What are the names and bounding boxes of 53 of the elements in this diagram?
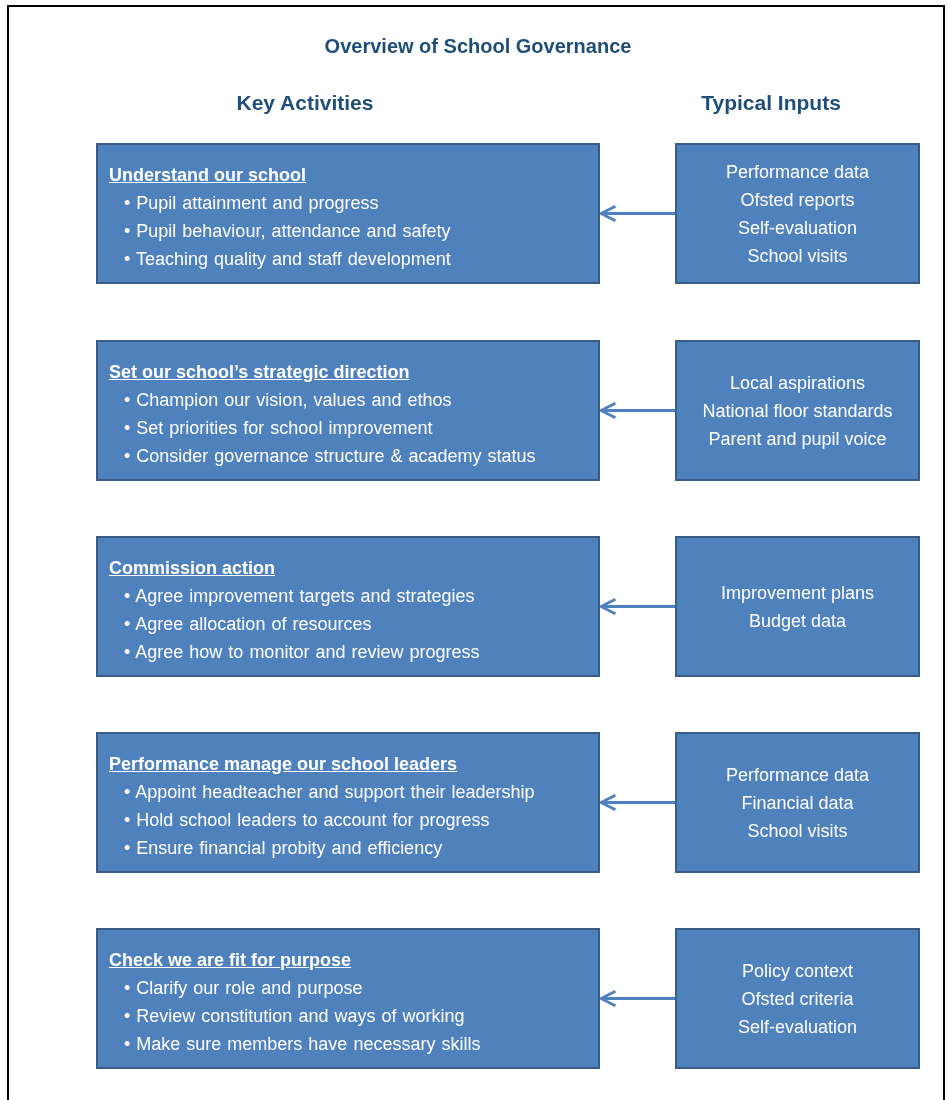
activity-box (96, 732, 600, 873)
bullet-item: • Clarify our role and purpose (124, 977, 363, 1000)
column-heading: Typical Inputs (701, 90, 841, 116)
bullet-item: • Champion our vision, values and ethos (124, 389, 452, 412)
input-item: National floor standards (702, 399, 893, 423)
input-item: Performance data (725, 763, 870, 787)
input-item: School visits (747, 244, 848, 268)
input-item: Parent and pupil voice (708, 427, 887, 451)
bullet-item: • Pupil attainment and progress (124, 192, 379, 215)
activity-heading: Commission action (109, 557, 276, 580)
input-item: Ofsted criteria (741, 987, 854, 1011)
input-item: Improvement plans (720, 581, 875, 605)
input-box (675, 732, 920, 873)
input-item: Self-evaluation (737, 1015, 858, 1039)
input-box (675, 536, 920, 677)
column-heading: Key Activities (236, 90, 374, 116)
bullet-item: • Agree improvement targets and strategies (124, 585, 475, 608)
input-item: Performance data (725, 160, 870, 184)
input-item: Local aspirations (729, 371, 866, 395)
bullet-item: • Ensure financial probity and efficiency (124, 837, 443, 860)
input-item: Budget data (748, 609, 847, 633)
arrow (599, 597, 675, 616)
activity-heading: Performance manage our school leaders (109, 753, 458, 776)
activity-box (96, 340, 600, 481)
activity-heading: Understand our school (109, 164, 306, 187)
activity-heading: Set our school’s strategic direction (109, 361, 410, 384)
bullet-item: • Review constitution and ways of working (124, 1005, 465, 1028)
bullet-item: • Consider governance structure & academy status (124, 445, 536, 468)
bullet-item: • Pupil behaviour, attendance and safety (124, 220, 451, 243)
input-item: Policy context (741, 959, 854, 983)
input-item: Ofsted reports (740, 188, 855, 212)
input-box (675, 340, 920, 481)
arrow (599, 989, 675, 1008)
bullet-item: • Make sure members have necessary skills (124, 1033, 481, 1056)
input-item: School visits (747, 819, 848, 843)
activity-box (96, 143, 600, 284)
bullet-item: • Appoint headteacher and support their leadership (124, 781, 535, 804)
bullet-item: • Agree how to monitor and review progress (124, 641, 480, 664)
arrow (599, 204, 675, 223)
diagram-title: Overview of School Governance (323, 34, 633, 59)
input-box (675, 143, 920, 284)
activity-heading: Check we are fit for purpose (109, 949, 352, 972)
input-item: Self-evaluation (737, 216, 858, 240)
activity-box (96, 928, 600, 1069)
bullet-item: • Agree allocation of resources (124, 613, 372, 636)
arrow (599, 793, 675, 812)
bullet-item: • Hold school leaders to account for progress (124, 809, 490, 832)
input-box (675, 928, 920, 1069)
arrow (599, 401, 675, 420)
bullet-item: • Set priorities for school improvement (124, 417, 433, 440)
bullet-item: • Teaching quality and staff development (124, 248, 451, 271)
activity-box (96, 536, 600, 677)
input-item: Financial data (741, 791, 854, 815)
